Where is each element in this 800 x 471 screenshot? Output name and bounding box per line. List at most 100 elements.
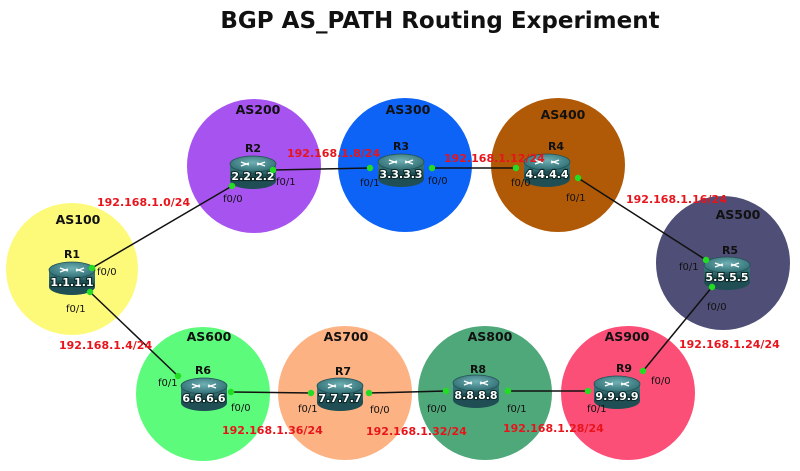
subnet-label: 192.168.1.32/24 [366,425,467,438]
as-label: AS300 [386,102,431,117]
router-r5[interactable]: 5.5.5.5 R5 [703,244,751,290]
port-label: f0/0 [223,194,243,205]
port-label: f0/0 [97,267,117,278]
router-top [452,374,500,392]
port-dot [708,283,716,291]
router-top [703,256,751,274]
as-label: AS200 [236,102,281,117]
port-dot [365,389,373,397]
router-r2[interactable]: 2.2.2.2 R2 [229,142,277,189]
port-dot [504,387,512,395]
router-arrows-icon [604,381,630,387]
router-name-label: R8 [470,363,486,376]
router-base [453,392,499,408]
port-dot [574,174,582,182]
as-label: AS500 [716,207,761,222]
as-label: AS400 [541,107,586,122]
port-label: f0/0 [428,176,448,187]
port-dot [174,372,182,380]
port-dot [639,367,647,375]
port-label: f0/1 [276,177,296,188]
as-labels: AS100 AS200 AS300 AS400 AS500 AS600 AS70… [56,102,761,344]
port-label: f0/1 [360,178,380,189]
router-id-label: 6.6.6.6 [182,392,225,405]
router-id-label: 1.1.1.1 [50,276,93,289]
router-top [316,377,364,395]
router-arrows-icon [463,380,489,386]
router-r4[interactable]: 4.4.4.4R4 [523,140,571,187]
links [89,167,713,394]
port-dot [512,164,520,172]
router-base [378,171,424,187]
router-id-label: 5.5.5.5 [705,271,748,284]
router-id-label: 7.7.7.7 [318,392,361,405]
port-dot [584,387,592,395]
router-top [180,377,228,395]
router-name-label: R6 [195,364,211,377]
router-arrows-icon [191,383,217,389]
router-r3[interactable]: 3.3.3.3 R3 [377,140,425,187]
subnet-label: 192.168.1.8/24 [287,147,380,160]
router-id-label: 4.4.4.4 [525,168,568,181]
as-label: AS900 [605,329,650,344]
port-label: f0/0 [511,178,531,189]
port-dot [442,387,450,395]
port-label: f0/1 [507,404,527,415]
port-dot [702,256,710,264]
link-r4-r5 [577,177,707,261]
link-r8-r7 [368,390,447,394]
diagram-title: BGP AS_PATH Routing Experiment [220,8,659,34]
port-dot [228,182,236,190]
router-name-label: R2 [245,142,261,155]
as-label: AS100 [56,212,101,227]
router-id-label: 3.3.3.3 [379,168,422,181]
router-name-label: R1 [64,248,80,261]
router-top [523,153,571,171]
port-label: f0/1 [66,304,86,315]
port-label: f0/1 [298,404,318,415]
port-label: f0/1 [587,404,607,415]
router-id-label: 2.2.2.2 [231,170,274,183]
router-r9[interactable]: 9.9.9.9R9 [593,362,641,409]
router-arrows-icon [240,161,266,167]
as-label: AS700 [324,329,369,344]
router-r1[interactable]: 1.1.1.1 R1 [48,248,96,295]
router-base [181,395,227,411]
port-label: f0/0 [427,404,447,415]
subnet-labels: 192.168.1.0/24 192.168.1.8/24 192.168.1.… [59,147,780,438]
subnet-label: 192.168.1.28/24 [503,422,604,435]
port-dot [307,389,315,397]
router-arrows-icon [534,159,560,165]
router-top [377,153,425,171]
router-arrows-icon [327,383,353,389]
as-label: AS600 [187,329,232,344]
router-r6[interactable]: 6.6.6.6 R6 [180,364,228,411]
interface-labels: f0/0 f0/0 f0/1 f0/1 f0/0 f0/0 f0/1 f0/1 … [66,176,727,416]
router-top [229,155,277,173]
router-arrows-icon [714,262,740,268]
router-r7[interactable]: 7.7.7.7R7 [316,365,364,411]
router-arrows-icon [59,267,85,273]
routers: 1.1.1.1 R1 2.2.2.2 R2 3.3.3.3 R3 4.4.4.4R4 5.5.… [48,140,751,411]
port-dot [366,164,374,172]
router-base [524,171,570,187]
router-name-label: R5 [722,244,738,257]
router-r8[interactable]: 8.8.8.8 R8 [452,363,500,408]
subnet-label: 192.168.1.0/24 [97,196,190,209]
port-dot [227,388,235,396]
router-base [317,395,363,411]
subnet-label: 192.168.1.24/24 [679,338,780,351]
router-arrows-icon [388,159,414,165]
port-label: f0/0 [707,302,727,313]
router-id-label: 8.8.8.8 [454,389,497,402]
subnet-label: 192.168.1.4/24 [59,339,152,352]
router-name-label: R3 [393,140,409,153]
router-top [593,375,641,393]
router-base [49,279,95,295]
link-r1-r2 [91,185,233,269]
port-label: f0/0 [370,405,390,416]
router-name-label: R9 [616,362,632,375]
router-base [230,173,276,189]
as-label: AS800 [468,329,513,344]
